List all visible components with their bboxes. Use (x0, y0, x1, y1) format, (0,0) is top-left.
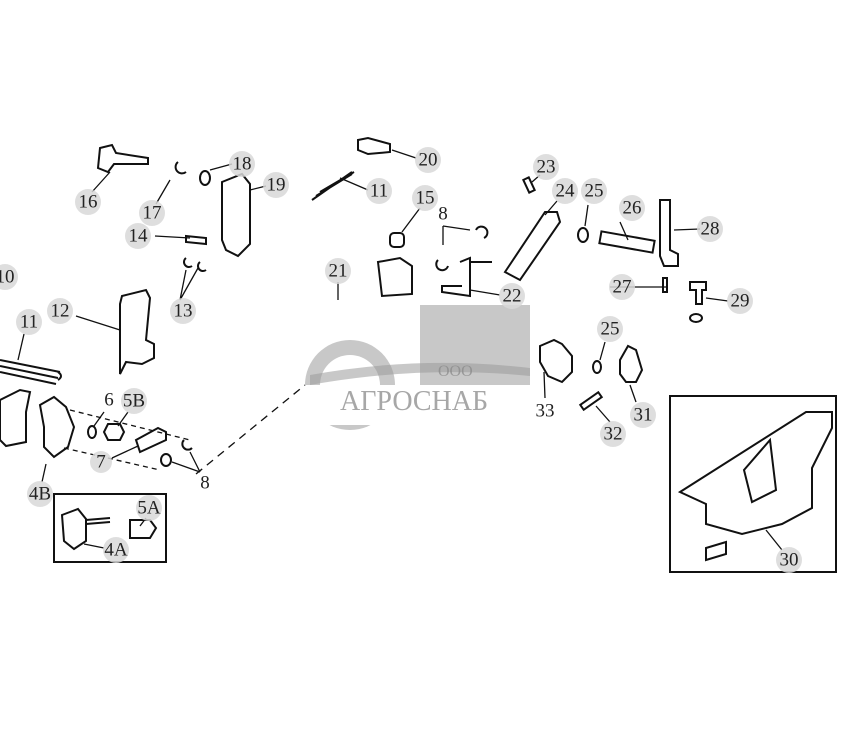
svg-text:33: 33 (536, 401, 555, 422)
svg-text:5B: 5B (123, 391, 145, 412)
callout: 32 (600, 421, 626, 447)
callout: 27 (609, 274, 635, 300)
inset-frame-4a (53, 493, 167, 563)
callout: 5B (121, 388, 147, 414)
callout: 30 (776, 547, 802, 573)
svg-text:24: 24 (556, 181, 576, 202)
svg-text:19: 19 (267, 175, 286, 196)
callout: 19 (263, 172, 289, 198)
svg-text:11: 11 (20, 312, 38, 333)
callout: 16 (75, 189, 101, 215)
callout: 21 (325, 258, 351, 284)
callout: 18 (229, 151, 255, 177)
svg-text:23: 23 (537, 157, 556, 178)
leader-lines (17, 149, 783, 551)
svg-text:7: 7 (96, 452, 106, 473)
svg-text:6: 6 (104, 390, 114, 411)
svg-text:10: 10 (0, 267, 15, 288)
svg-text:26: 26 (623, 198, 642, 219)
callout: 6 (104, 390, 114, 411)
svg-text:20: 20 (419, 150, 438, 171)
parts (0, 136, 833, 562)
svg-text:22: 22 (503, 286, 522, 307)
svg-text:14: 14 (129, 226, 149, 247)
callout: 15 (412, 185, 438, 211)
callout: 24 (552, 178, 578, 204)
svg-text:17: 17 (143, 203, 162, 224)
svg-text:27: 27 (613, 277, 632, 298)
callout: 22 (499, 283, 525, 309)
svg-text:25: 25 (601, 319, 620, 340)
svg-text:11: 11 (370, 181, 388, 202)
svg-text:21: 21 (329, 261, 348, 282)
callouts: 16 17 18 19 20 11 15 8 23 24 25 26 28 27… (0, 147, 802, 573)
svg-text:5A: 5A (137, 498, 161, 519)
svg-text:12: 12 (51, 301, 70, 322)
callout: 12 (47, 298, 73, 324)
svg-text:4A: 4A (104, 540, 128, 561)
svg-text:15: 15 (416, 188, 435, 209)
callout: 4A (103, 537, 129, 563)
svg-text:30: 30 (780, 550, 799, 571)
svg-text:13: 13 (174, 301, 193, 322)
svg-text:16: 16 (79, 192, 98, 213)
callout: 14 (125, 223, 151, 249)
callout: 7 (90, 451, 112, 473)
callout: 31 (630, 402, 656, 428)
svg-text:28: 28 (701, 219, 720, 240)
watermark-name: АГРОСНАБ (340, 386, 488, 417)
callout: 8 (200, 473, 210, 494)
callout: 4B (27, 481, 53, 507)
callout: 33 (536, 401, 555, 422)
callout: 23 (533, 154, 559, 180)
callout: 5A (136, 495, 162, 521)
svg-text:4B: 4B (29, 484, 51, 505)
svg-text:29: 29 (731, 291, 750, 312)
callout: 20 (415, 147, 441, 173)
watermark-logo: ООО АГРОСНАБ (300, 305, 530, 430)
callout: 11 (366, 178, 392, 204)
callout: 13 (170, 298, 196, 324)
svg-text:31: 31 (634, 405, 653, 426)
callout: 28 (697, 216, 723, 242)
callout: 25 (597, 316, 623, 342)
svg-text:8: 8 (200, 473, 210, 494)
callout: 11 (16, 309, 42, 335)
callout: 29 (727, 288, 753, 314)
svg-text:8: 8 (438, 204, 448, 225)
callout: 26 (619, 195, 645, 221)
watermark-prefix: ООО (438, 363, 473, 380)
callout: 10 (0, 264, 18, 290)
inset-frame-30 (669, 395, 837, 573)
callout: 8 (438, 204, 448, 225)
svg-text:32: 32 (604, 424, 623, 445)
svg-text:18: 18 (233, 154, 252, 175)
callout: 25 (581, 178, 607, 204)
callout: 17 (139, 200, 165, 226)
svg-text:25: 25 (585, 181, 604, 202)
